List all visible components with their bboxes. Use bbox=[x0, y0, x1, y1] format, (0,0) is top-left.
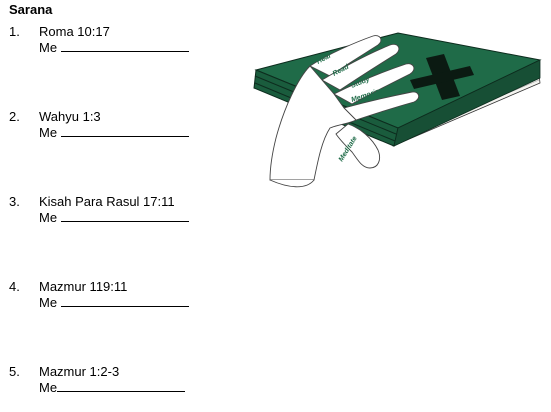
answer-blank bbox=[57, 380, 186, 392]
item-body: Mazmur 119:11 Me bbox=[39, 279, 189, 311]
answer-prefix: Me bbox=[39, 210, 58, 225]
item-body: Kisah Para Rasul 17:11 Me bbox=[39, 194, 189, 226]
item-body: Wahyu 1:3 Me bbox=[39, 109, 189, 141]
cross-icon bbox=[410, 54, 474, 100]
answer-blank bbox=[60, 40, 189, 52]
verse-reference: Mazmur 1:2-3 bbox=[39, 364, 120, 379]
item-number: 5. bbox=[9, 364, 20, 379]
verse-reference: Kisah Para Rasul 17:11 bbox=[39, 194, 175, 209]
item-number: 3. bbox=[9, 194, 20, 209]
hand-icon bbox=[269, 35, 420, 188]
answer-prefix: Me bbox=[39, 295, 58, 310]
answer-prefix: Me bbox=[39, 380, 58, 395]
answer-prefix: Me bbox=[39, 125, 58, 140]
verse-reference: Mazmur 119:11 bbox=[39, 279, 128, 294]
item-number: 2. bbox=[9, 109, 20, 124]
verse-reference: Roma 10:17 bbox=[39, 24, 110, 39]
item-body: Mazmur 1:2-3 Me bbox=[39, 364, 186, 396]
answer-blank bbox=[60, 295, 189, 307]
answer-blank bbox=[60, 125, 189, 137]
item-number: 1. bbox=[9, 24, 20, 39]
hand-on-bible-illustration: Hear Read Study Memorize Meditate bbox=[253, 32, 542, 188]
worksheet-heading: Sarana bbox=[9, 2, 53, 17]
item-number: 4. bbox=[9, 279, 20, 294]
answer-blank bbox=[60, 210, 189, 222]
verse-reference: Wahyu 1:3 bbox=[39, 109, 101, 124]
item-body: Roma 10:17 Me bbox=[39, 24, 189, 56]
answer-prefix: Me bbox=[39, 40, 58, 55]
